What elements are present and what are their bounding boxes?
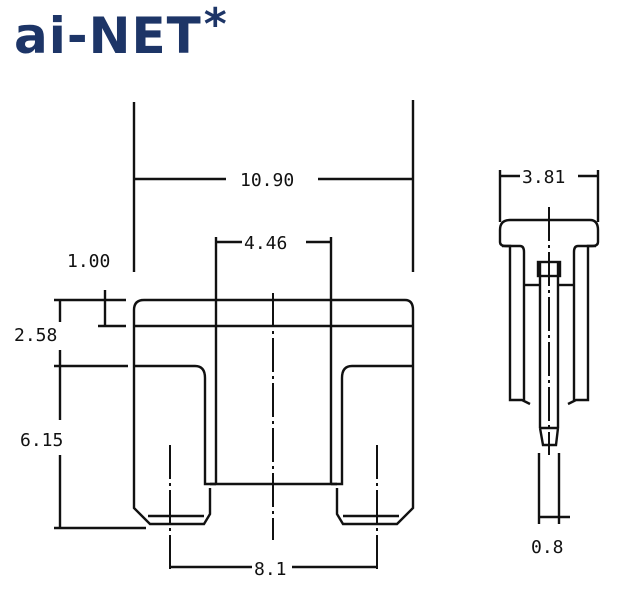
- logo-text: ai-NET: [14, 7, 202, 65]
- side-view: 3.81 0.8: [498, 167, 600, 558]
- dim-side-width: 3.81: [522, 167, 565, 188]
- dim-top-thickness: 1.00: [67, 251, 110, 272]
- dim-overall-width: 10.90: [240, 170, 294, 191]
- dim-terminal-thickness: 0.8: [531, 537, 564, 558]
- dim-center-width: 4.46: [244, 233, 287, 254]
- brand-logo: ai-NET*: [14, 0, 228, 69]
- dim-head-height: 2.58: [14, 325, 57, 346]
- dim-terminal-pitch: 8.1: [254, 559, 287, 580]
- dim-leg-height: 6.15: [20, 430, 63, 451]
- front-view: 10.90 4.46 1.00 2.58 6.15 8.1: [14, 100, 415, 580]
- logo-asterisk: *: [203, 0, 228, 50]
